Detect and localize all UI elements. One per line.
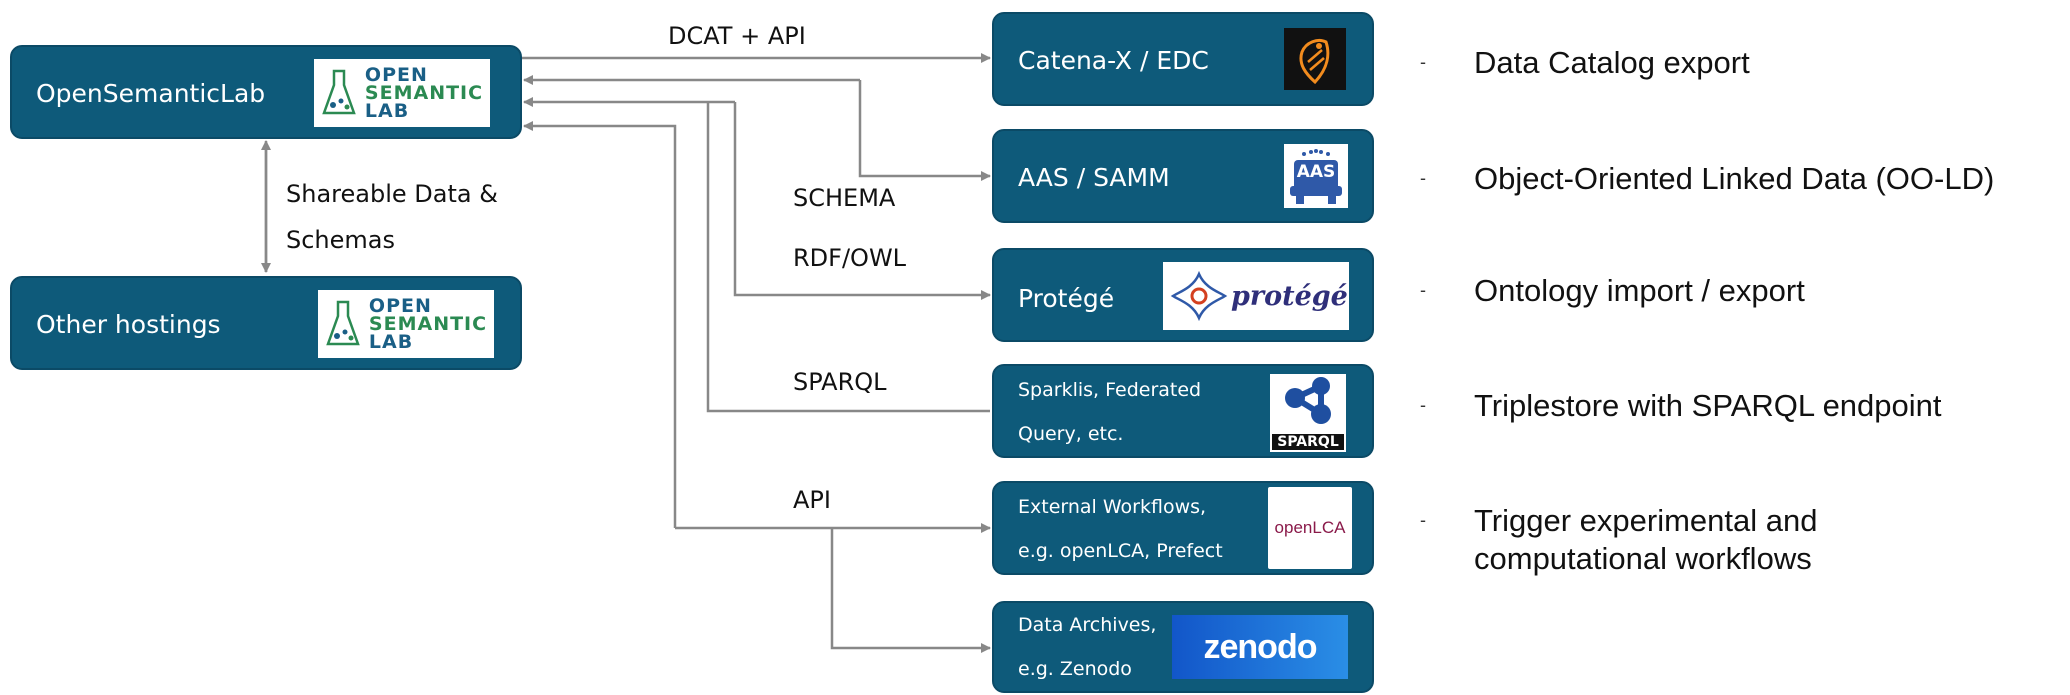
edge-label-shareable-1: Shareable Data & <box>286 180 498 208</box>
edge-label-shareable-2: Schemas <box>286 226 395 254</box>
sparql-logo-text: SPARQL <box>1272 434 1344 450</box>
node-external-workflows[interactable]: External Workflows, e.g. openLCA, Prefec… <box>992 481 1374 575</box>
node-label-line2: e.g. openLCA, Prefect <box>1018 540 1223 562</box>
node-catena-x[interactable]: Catena-X / EDC <box>992 12 1374 106</box>
bullet-dash: - <box>1420 52 1426 72</box>
aas-logo-icon: AAS <box>1284 144 1348 208</box>
node-label: Other hostings <box>36 310 221 339</box>
openlca-logo-text: openLCA <box>1274 518 1346 537</box>
bullet-text: Ontology import / export <box>1474 273 1805 308</box>
node-label-line1: Data Archives, <box>1018 614 1157 636</box>
node-protege[interactable]: Protégé protégé <box>992 248 1374 342</box>
node-label: AAS / SAMM <box>1018 163 1170 192</box>
edge-sparql-arrow <box>706 103 990 413</box>
node-label: Protégé <box>1018 284 1115 313</box>
bullet-dash: - <box>1420 280 1426 300</box>
aas-logo-text: AAS <box>1296 162 1336 182</box>
bullet-item: - Object-Oriented Linked Data (OO-LD) <box>1420 160 2070 198</box>
node-label: Catena-X / EDC <box>1018 46 1209 75</box>
flask-icon <box>326 300 360 346</box>
openlca-logo-icon: openLCA <box>1268 487 1352 569</box>
edge-rdf-arrow <box>733 102 991 300</box>
edge-label-sparql: SPARQL <box>793 368 887 396</box>
open-semantic-lab-logo-icon: OPEN SEMANTIC LAB <box>318 290 494 358</box>
edge-label-rdf: RDF/OWL <box>793 244 907 272</box>
node-label-line1: External Workflows, <box>1018 496 1207 518</box>
edge-label-api: API <box>793 486 831 514</box>
edge-api-return <box>523 121 677 528</box>
zenodo-logo-icon: zenodo <box>1172 615 1348 679</box>
node-aas-samm[interactable]: AAS / SAMM AAS <box>992 129 1374 223</box>
edge-schema-arrow <box>858 80 991 181</box>
protege-logo-icon: protégé <box>1163 262 1349 330</box>
protege-logo-text: protégé <box>1231 280 1348 312</box>
node-label-line1: Sparklis, Federated <box>1018 379 1202 401</box>
flask-icon <box>322 69 356 115</box>
sparql-logo-icon: SPARQL <box>1270 374 1346 452</box>
logo-text-open: OPEN <box>368 295 432 317</box>
bullet-item: - Triplestore with SPARQL endpoint <box>1420 387 2070 425</box>
logo-text-lab: LAB <box>364 100 410 122</box>
logo-text-semantic: SEMANTIC <box>368 313 488 335</box>
bullet-dash: - <box>1420 395 1426 415</box>
node-opensemanticlab[interactable]: OpenSemanticLab OPEN SEMANTIC LAB <box>10 45 522 139</box>
logo-text-semantic: SEMANTIC <box>364 82 484 104</box>
node-sparklis[interactable]: Sparklis, Federated Query, etc. SPARQL <box>992 364 1374 458</box>
edge-label-dcat: DCAT + API <box>668 22 806 50</box>
bullet-text: Trigger experimental and computational w… <box>1474 503 1818 576</box>
logo-text-open: OPEN <box>364 64 428 86</box>
zenodo-logo-text: zenodo <box>1203 627 1318 666</box>
edge-label-schema: SCHEMA <box>793 184 896 212</box>
logo-text-lab: LAB <box>368 331 414 353</box>
bullet-text: Triplestore with SPARQL endpoint <box>1474 388 1942 423</box>
bullet-item: - Trigger experimental and computational… <box>1420 502 2070 578</box>
bullet-item: - Ontology import / export <box>1420 272 2070 310</box>
node-label-line2: Query, etc. <box>1018 423 1124 445</box>
node-data-archives[interactable]: Data Archives, e.g. Zenodo zenodo <box>992 601 1374 693</box>
bullet-dash: - <box>1420 510 1426 530</box>
node-label: OpenSemanticLab <box>36 79 266 108</box>
open-semantic-lab-logo-icon: OPEN SEMANTIC LAB <box>314 59 490 127</box>
node-label-line2: e.g. Zenodo <box>1018 658 1132 680</box>
bullet-text: Data Catalog export <box>1474 45 1750 80</box>
bullet-item: - Data Catalog export <box>1420 44 2070 82</box>
edge-api-archives <box>830 528 991 653</box>
catena-x-leaf-logo-icon <box>1284 28 1346 90</box>
node-other-hostings[interactable]: Other hostings OPEN SEMANTIC LAB <box>10 276 522 370</box>
bullet-dash: - <box>1420 168 1426 188</box>
bullet-text: Object-Oriented Linked Data (OO-LD) <box>1474 161 1995 196</box>
